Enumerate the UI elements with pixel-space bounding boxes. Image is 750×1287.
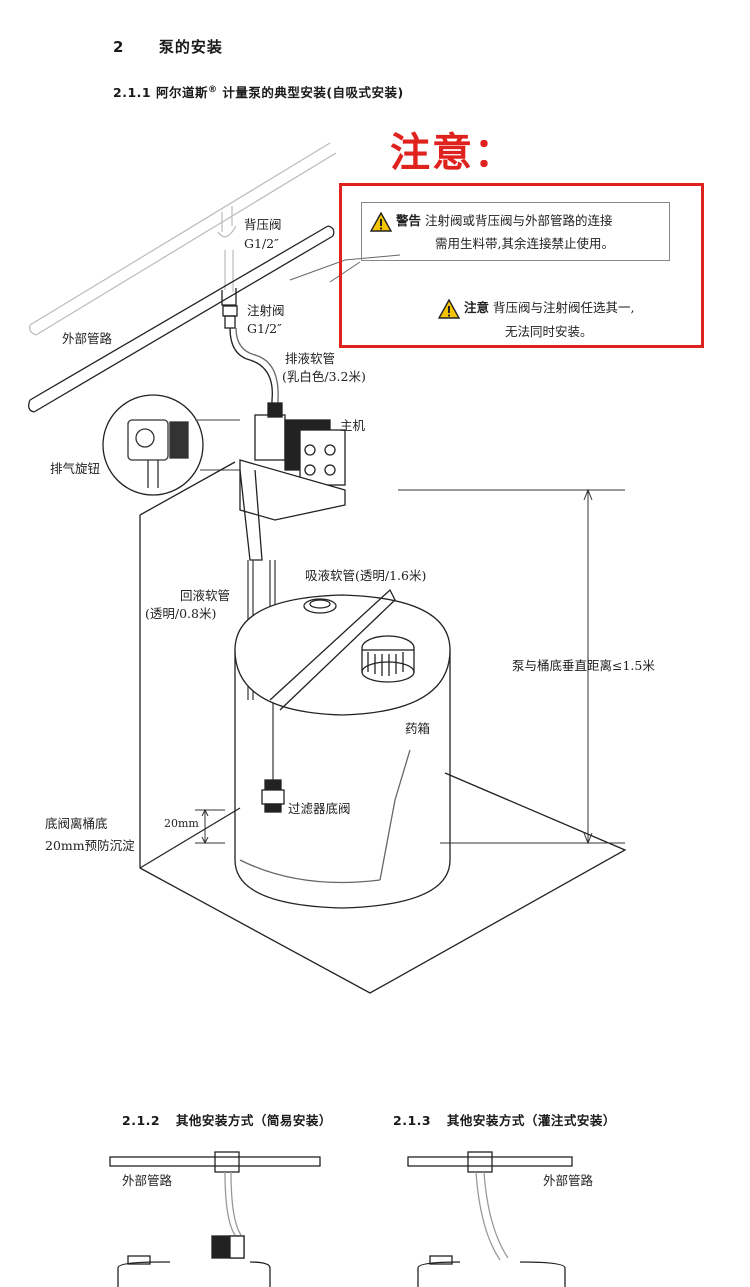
label-suction-hose: 吸液软管(透明/1.6米) [305,568,427,583]
simple-install-diagram [109,1151,321,1287]
subsection-3-heading: 2.1.3 其他安装方式（灌注式安装） [393,1110,616,1129]
discharge-hose-line [229,327,273,410]
external-pipe [28,225,335,413]
label-vent-knob: 排气旋钮 [50,461,101,476]
warning-box [361,202,670,261]
label-foot-gap-line-2: 20mm预防沉淀 [45,838,135,853]
label-back-pressure-size: G1/2″ [244,236,279,251]
vent-knob-sketch [127,419,189,488]
subsection-3-number: 2.1.3 [393,1113,432,1128]
pump-unit [239,402,346,561]
label-return-hose-spec: (透明/0.8米) [145,606,217,621]
subsection-2-pipe-label: 外部管路 [122,1173,173,1188]
faded-external-pipe [29,142,337,336]
subsection-1-heading: 2.1.1 阿尔道斯® 计量泵的典型安装(自吸式安装) [113,82,404,101]
label-injection-valve: 注射阀 [247,303,285,318]
subsection-1-title-suffix: 计量泵的典型安装(自吸式安装) [222,85,404,100]
caution-row: 注意 背压阀与注射阀任选其一, [438,297,634,319]
registered-mark: ® [207,84,218,95]
section-heading: 2 泵的安装 [113,36,223,57]
distance-dimension [398,488,625,845]
label-discharge-hose-spec: (乳白色/3.2米) [282,369,366,384]
warning-tag: 警告 [395,213,421,228]
injection-valve [222,305,238,329]
notice-title: 注意： [390,130,516,176]
label-foot-valve: 过滤器底阀 [288,801,351,816]
label-external-pipe: 外部管路 [62,331,113,346]
gap-dimension [195,808,225,845]
tank [234,588,451,909]
label-return-hose: 回液软管 [180,588,231,603]
subsection-3-title: 其他安装方式（灌注式安装） [446,1113,616,1128]
notice-box [339,183,704,348]
section-title: 泵的安装 [158,38,223,56]
subsection-1-number: 2.1.1 [113,85,152,100]
flooded-install-diagram [407,1151,573,1287]
label-discharge-hose: 排液软管 [285,351,336,366]
label-pump-tank-distance: 泵与桶底垂直距离≤1.5米 [512,658,655,673]
caution-triangle-icon [438,298,460,319]
section-number: 2 [113,38,125,56]
label-tank: 药箱 [405,721,431,736]
caution-line-2: 无法同时安装。 [505,324,593,339]
vent-knob-callout [102,394,204,496]
warning-row: 警告 注射阀或背压阀与外部管路的连接 [370,210,613,232]
subsection-2-title: 其他安装方式（简易安装） [175,1113,332,1128]
caution-tag: 注意 [463,300,489,315]
warning-line-2: 需用生料带,其余连接禁止使用。 [435,236,614,251]
subsection-2-heading: 2.1.2 其他安装方式（简易安装） [122,1110,332,1129]
label-injection-size: G1/2″ [247,321,282,336]
warning-line-1: 注射阀或背压阀与外部管路的连接 [424,213,613,228]
subsection-1-title-prefix: 阿尔道斯 [155,85,208,100]
caution-line-1: 背压阀与注射阀任选其一, [492,300,635,315]
wall-panel [139,461,241,869]
foot-valve [261,779,285,813]
floor-panel [139,772,627,994]
warning-triangle-icon [370,211,392,232]
label-main-unit: 主机 [340,418,366,433]
subsection-3-pipe-label: 外部管路 [543,1173,594,1188]
subsection-2-number: 2.1.2 [122,1113,161,1128]
label-foot-gap-line-1: 底阀离桶底 [45,816,108,831]
label-back-pressure-valve: 背压阀 [244,217,282,232]
label-gap: 20mm [164,817,199,830]
